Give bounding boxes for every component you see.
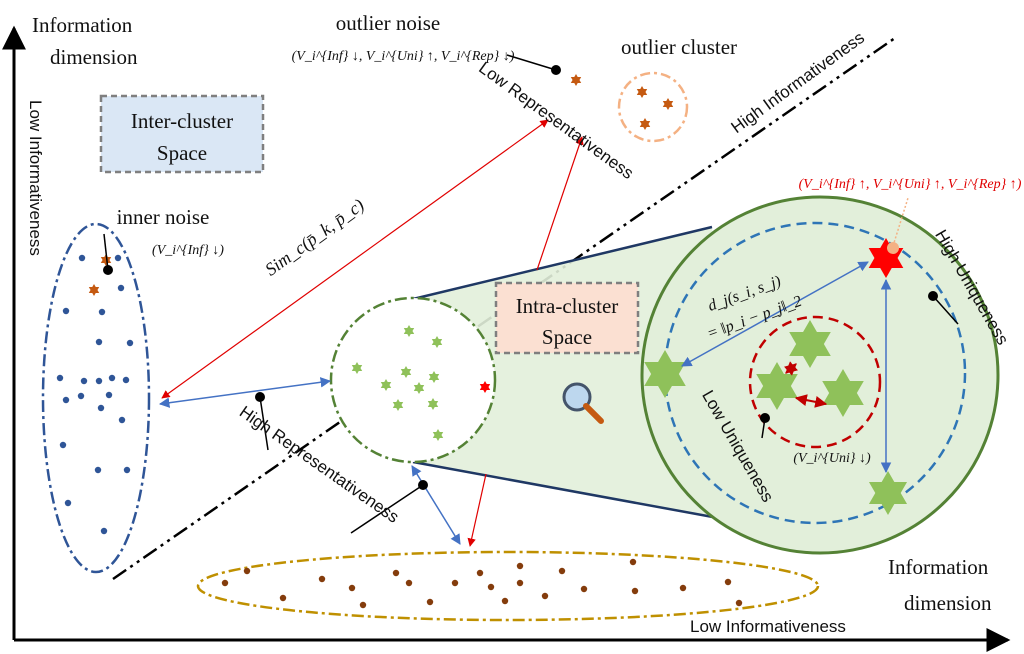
outlier-noise-star [570, 74, 582, 86]
y-axis-title-line1: Information [32, 13, 133, 37]
arrow-to-outlier-cluster [536, 136, 584, 271]
x-axis-title-line1: Information [888, 555, 989, 579]
inner-noise-label: inner noise [117, 205, 210, 229]
arrow-distance [681, 261, 869, 367]
green-cluster [329, 296, 497, 464]
magnifier-icon [562, 382, 604, 424]
inter-cluster-label-line2: Space [157, 141, 207, 165]
sim-formula: Sim_c(p̄_k, p̄_c) [261, 195, 368, 281]
outlier-noise-formula: (V_i^{Inf} ↓, V_i^{Uni} ↑, V_i^{Rep} ↓) [292, 49, 515, 64]
arrow-to-brown-cluster [411, 465, 461, 545]
arrow-high-representativeness [158, 377, 332, 408]
inter-cluster-label-line1: Inter-cluster [131, 109, 233, 133]
inner-noise-formula: (V_i^{Inf} ↓) [152, 243, 224, 258]
x-axis-title-line2: dimension [904, 591, 992, 615]
outlier-star-2 [662, 98, 674, 110]
outlier-cluster-label: outlier cluster [621, 35, 737, 59]
y-axis-title-line2: dimension [50, 45, 138, 69]
brown-cluster [196, 550, 820, 622]
outlier-noise-label: outlier noise [336, 11, 440, 35]
arrow-to-brown-red [467, 473, 487, 547]
intra-cluster-label-line1: Intra-cluster [516, 294, 619, 318]
red-star-leader [892, 197, 909, 247]
low-representativeness-label: Low Representativeness [475, 58, 637, 183]
arrow-sim-red [161, 119, 549, 399]
intra-cluster-label-line2: Space [542, 325, 592, 349]
blue-dots [56, 254, 134, 535]
arrow-top-mid [783, 361, 799, 376]
leader-lines [103, 54, 959, 534]
outlier-star-3 [639, 118, 651, 130]
arrow-mid-right [794, 394, 828, 408]
outlier-cluster [617, 71, 689, 143]
outlier-star-1 [636, 86, 648, 98]
zoom-cone-bottom-edge [412, 460, 741, 524]
blue-cluster [41, 222, 151, 574]
brown-dots [221, 558, 743, 609]
orange-highlight-dot [887, 242, 899, 254]
inner-noise-star-2 [88, 284, 100, 296]
x-axis-label: Low Informativeness [690, 617, 846, 636]
red-star-formula: (V_i^{Inf} ↑, V_i^{Uni} ↑, V_i^{Rep} ↑) [799, 177, 1022, 192]
intra-cluster-box [494, 281, 640, 355]
uniqueness-formula: (V_i^{Uni} ↓) [793, 451, 871, 466]
y-axis-label: Low Informativeness [26, 100, 45, 256]
high-informativeness-label: High Informativeness [728, 28, 868, 137]
leader-dots [103, 65, 938, 490]
